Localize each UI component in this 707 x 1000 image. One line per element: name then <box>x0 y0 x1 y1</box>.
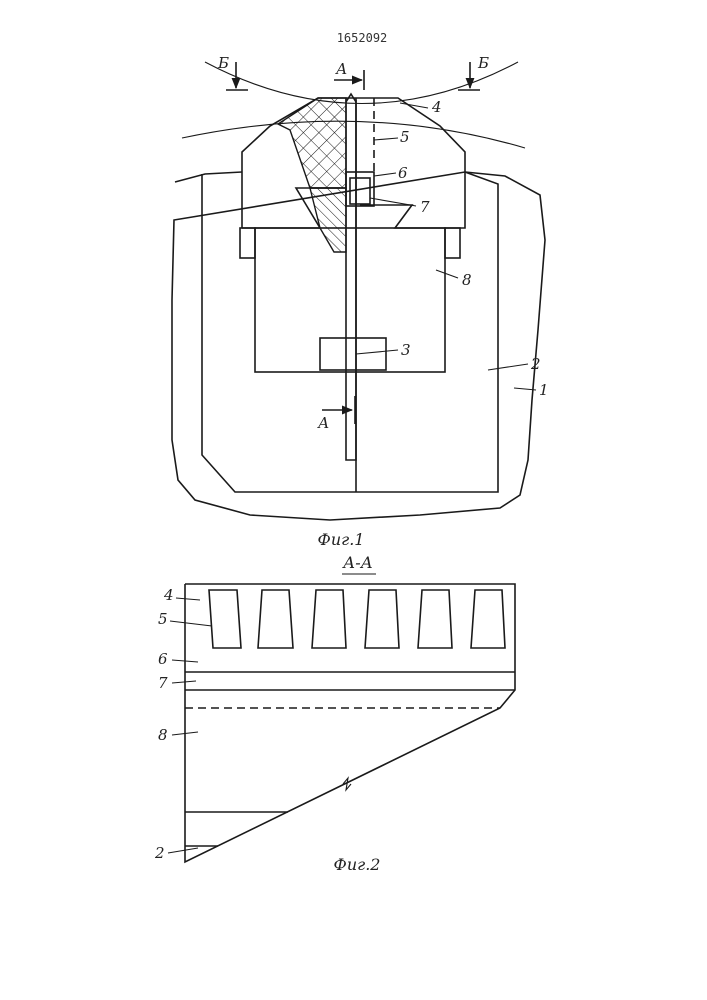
body-part-2 <box>202 172 498 492</box>
drum-inner-arc <box>182 121 525 148</box>
label-8: 8 <box>462 271 472 289</box>
part-3-block <box>320 338 386 370</box>
leader-6 <box>374 173 396 176</box>
leader-2 <box>488 364 528 370</box>
section-title: А-А <box>342 553 373 572</box>
tooth-slot <box>312 590 346 648</box>
view-mark-left: Б <box>217 54 248 90</box>
leader-5 <box>374 138 398 140</box>
svg-text:Б: Б <box>477 54 489 72</box>
fig2-label-2: 2 <box>154 844 165 862</box>
leader-8 <box>436 270 458 278</box>
holder-lug-left <box>240 228 255 258</box>
section-outline <box>185 584 515 862</box>
svg-text:А: А <box>317 414 329 432</box>
fig2-label-6: 6 <box>158 650 168 668</box>
head-part-4 <box>242 98 465 228</box>
fig2-label-7: 7 <box>158 674 168 692</box>
leader2-2 <box>168 848 198 853</box>
patent-number: 1652092 <box>337 31 388 45</box>
label-1: 1 <box>539 381 549 399</box>
holder-lug-right <box>445 228 460 258</box>
hatched-section <box>278 98 346 188</box>
holder-part-8 <box>255 228 445 372</box>
figure-1: Б Б А <box>172 54 549 549</box>
label-4: 4 <box>431 98 442 116</box>
leader2-5 <box>170 621 212 626</box>
label-2: 2 <box>530 355 541 373</box>
fig2-label-4: 4 <box>163 586 174 604</box>
leader2-4 <box>176 598 200 600</box>
housing-outline <box>172 172 545 520</box>
fig2-label-8: 8 <box>158 726 168 744</box>
figure-1-caption: Фиг.1 <box>318 530 365 549</box>
section-mark-top: А <box>334 60 364 90</box>
tooth-slot <box>365 590 399 648</box>
svg-text:Б: Б <box>217 54 229 72</box>
section-mark-lower: А <box>317 396 355 432</box>
figure-2: А-А 4 5 6 7 8 2 <box>154 553 515 874</box>
leader2-7 <box>172 681 196 683</box>
tooth-slot <box>471 590 505 648</box>
svg-text:А: А <box>335 60 347 78</box>
view-mark-right: Б <box>458 54 489 90</box>
leader-3 <box>356 350 398 354</box>
tooth-slot <box>258 590 293 648</box>
tooth-slot <box>209 590 241 648</box>
label-7: 7 <box>420 198 430 216</box>
label-3: 3 <box>401 341 411 359</box>
fig2-label-5: 5 <box>158 610 168 628</box>
leader-4 <box>400 103 428 108</box>
tooth-slot <box>418 590 452 648</box>
label-5: 5 <box>400 128 410 146</box>
label-6: 6 <box>398 164 408 182</box>
tooth-slots <box>209 590 505 648</box>
figure-2-caption: Фиг.2 <box>334 855 381 874</box>
